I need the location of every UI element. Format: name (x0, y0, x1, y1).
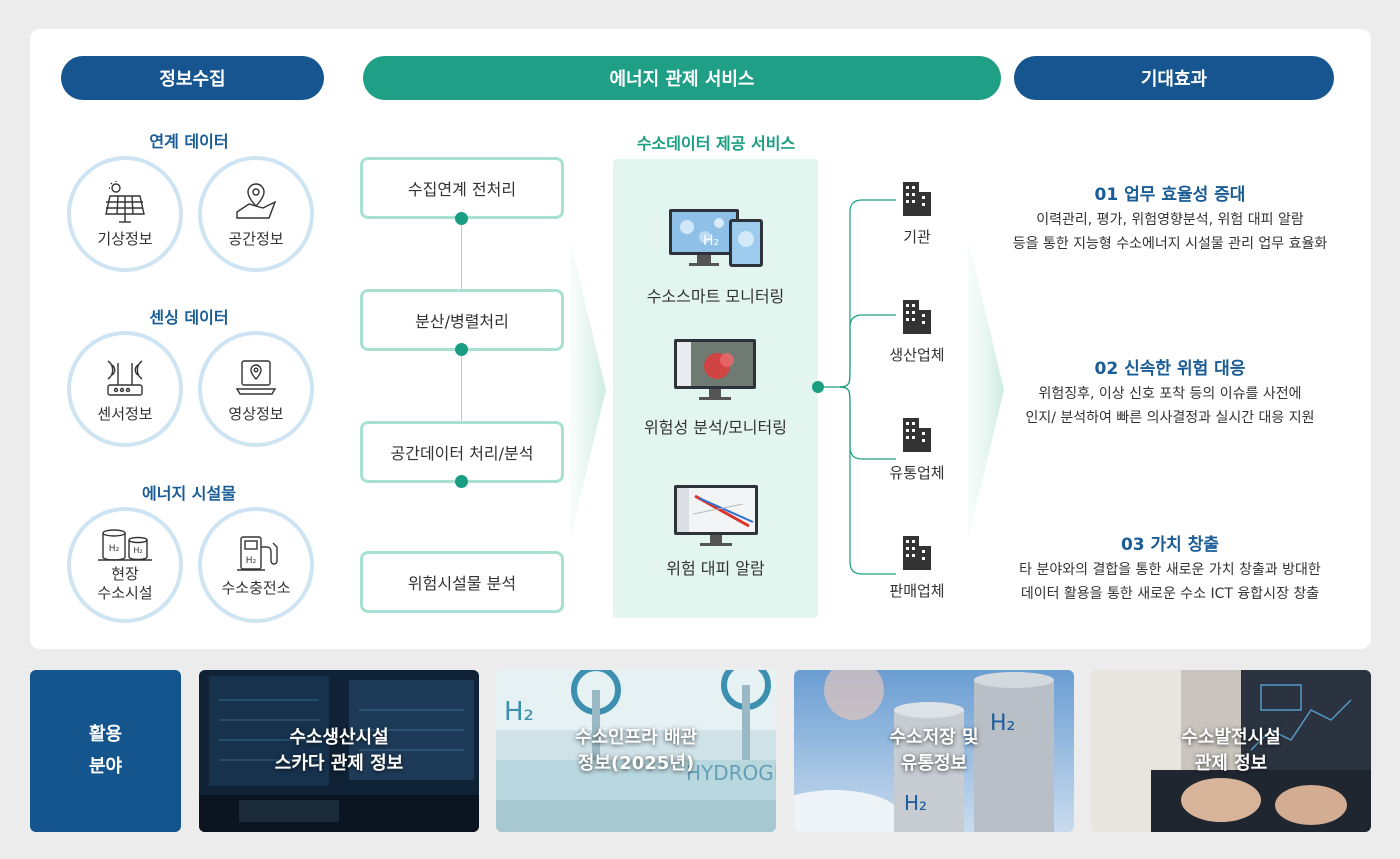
map-pin-icon (236, 182, 277, 219)
org-institution-label: 기관 (903, 228, 931, 246)
sensing-data-title: 센싱 데이터 (149, 308, 229, 327)
flow-arrow-1 (570, 240, 606, 540)
process-step-1: 수집연계 전처리 (360, 157, 564, 219)
org-distributor-label: 유통업체 (889, 464, 945, 482)
org-producer-label: 생산업체 (889, 346, 945, 364)
usage-label-line-2: 분야 (88, 756, 123, 777)
process-step-3: 공간데이터 처리/분석 (360, 421, 564, 483)
risk-monitor-icon (674, 339, 756, 400)
power-photo (1091, 670, 1371, 832)
storage-h2-text-1: H₂ (904, 791, 927, 815)
evacuation-alarm-icon (674, 485, 758, 546)
video-info-label: 영상정보 (228, 404, 284, 423)
h2-text-3: H₂ (246, 556, 257, 566)
building-icon-3 (903, 418, 931, 452)
effect-2-line-1: 위험징후, 이상 신호 포착 등의 이슈를 사전에 (1038, 386, 1302, 402)
pipeline-h2-text: H₂ (504, 697, 534, 727)
effect-3-line-2: 데이터 활용을 통한 새로운 수소 ICT 융합시장 창출 (1020, 586, 1320, 602)
h2-tank-icon: H₂ H₂ (98, 529, 152, 561)
weather-info-label: 기상정보 (97, 229, 153, 248)
process-dot-3 (455, 475, 468, 488)
pipeline-photo: H₂ HYDROGEN (496, 670, 776, 832)
org-seller-label: 판매업체 (889, 582, 945, 600)
evacuation-alarm-label: 위험 대피 알람 (666, 559, 765, 578)
sensor-info-circle: 센서정보 (67, 331, 183, 447)
video-info-circle: 영상정보 (198, 331, 314, 447)
effect-1-text: 이력관리, 평가, 위험영향분석, 위험 대피 알람 등을 통한 지능형 수소에… (990, 208, 1350, 256)
process-dot-1 (455, 212, 468, 225)
process-dot-2 (455, 343, 468, 356)
effect-header: 기대효과 (1014, 56, 1334, 100)
sensor-info-label: 센서정보 (97, 404, 153, 423)
service-header: 에너지 관제 서비스 (363, 56, 1001, 100)
spatial-info-circle: 공간정보 (198, 156, 314, 272)
service-box-title: 수소데이터 제공 서비스 (636, 134, 796, 153)
effect-1-line-1: 이력관리, 평가, 위험영향분석, 위험 대피 알람 (1036, 212, 1304, 228)
laptop-location-icon (235, 359, 277, 395)
risk-monitoring-label: 위험성 분석/모니터링 (644, 418, 787, 437)
h2-text-2: H₂ (133, 546, 142, 555)
weather-info-circle: 기상정보 (67, 156, 183, 272)
site-h2-facility-circle: H₂ H₂ 현장 수소시설 (67, 507, 183, 623)
effect-1-line-2: 등을 통한 지능형 수소에너지 시설물 관리 업무 효율화 (1012, 236, 1328, 252)
linked-data-title: 연계 데이터 (149, 132, 229, 151)
storage-h2-text-2: H₂ (990, 711, 1015, 736)
pipeline-hydrogen-text: HYDROGEN (686, 761, 776, 785)
usage-tile-pipeline-line-2: 정보(2025년) (577, 753, 695, 774)
usage-tile-power-line-2: 관제 정보 (1194, 753, 1268, 774)
h2-charger-icon: H₂ (237, 535, 278, 571)
effect-2-title: 02 신속한 위험 대응 (1094, 359, 1246, 379)
usage-tile-pipeline-line-1: 수소인프라 배관 (574, 727, 698, 748)
h2-text-1: H₂ (109, 544, 120, 554)
process-step-2: 분산/병렬처리 (360, 289, 564, 351)
smart-monitoring-label: 수소스마트 모니터링 (646, 287, 785, 306)
effect-2-text: 위험징후, 이상 신호 포착 등의 이슈를 사전에 인지/ 분석하여 빠른 의사… (990, 382, 1350, 430)
usage-tile-storage-line-1: 수소저장 및 (889, 727, 979, 748)
effect-3-title: 03 가치 창출 (1120, 535, 1220, 555)
flow-arrow-2 (968, 240, 1004, 540)
solar-panel-icon (105, 180, 145, 223)
router-icon (107, 359, 143, 396)
usage-tile-power-line-1: 수소발전시설 (1181, 727, 1281, 748)
energy-facility-title: 에너지 시설물 (142, 484, 236, 503)
usage-tile-storage-line-2: 유통정보 (900, 753, 968, 774)
scada-photo (199, 670, 479, 832)
org-branch-connector (812, 199, 896, 575)
spatial-info-label: 공간정보 (228, 229, 284, 248)
h2-station-circle: H₂ 수소충전소 (198, 507, 314, 623)
effect-3-text: 타 분야와의 결합을 통한 새로운 가치 창출과 방대한 데이터 활용을 통한 … (990, 558, 1350, 606)
usage-tile-scada-line-2: 스카다 관제 정보 (274, 753, 404, 774)
effect-3-line-1: 타 분야와의 결합을 통한 새로운 가치 창출과 방대한 (1019, 562, 1321, 578)
building-icon-4 (903, 536, 931, 570)
screen-h2-text: H₂ (703, 233, 719, 249)
site-h2-facility-label: 현장 수소시설 (97, 565, 153, 602)
collect-header: 정보수집 (61, 56, 324, 100)
process-step-4: 위험시설물 분석 (360, 551, 564, 613)
storage-photo: H₂ H₂ (794, 670, 1074, 832)
usage-tile-scada-line-1: 수소생산시설 (289, 727, 389, 748)
smart-monitoring-icon: H₂ (669, 209, 763, 267)
effect-2-line-2: 인지/ 분석하여 빠른 의사결정과 실시간 대응 지원 (1025, 410, 1315, 426)
h2-station-label: 수소충전소 (221, 578, 291, 597)
building-icon-1 (903, 182, 931, 216)
effect-1-title: 01 업무 효율성 증대 (1094, 185, 1246, 205)
usage-label-line-1: 활용 (88, 724, 123, 745)
building-icon-2 (903, 300, 931, 334)
